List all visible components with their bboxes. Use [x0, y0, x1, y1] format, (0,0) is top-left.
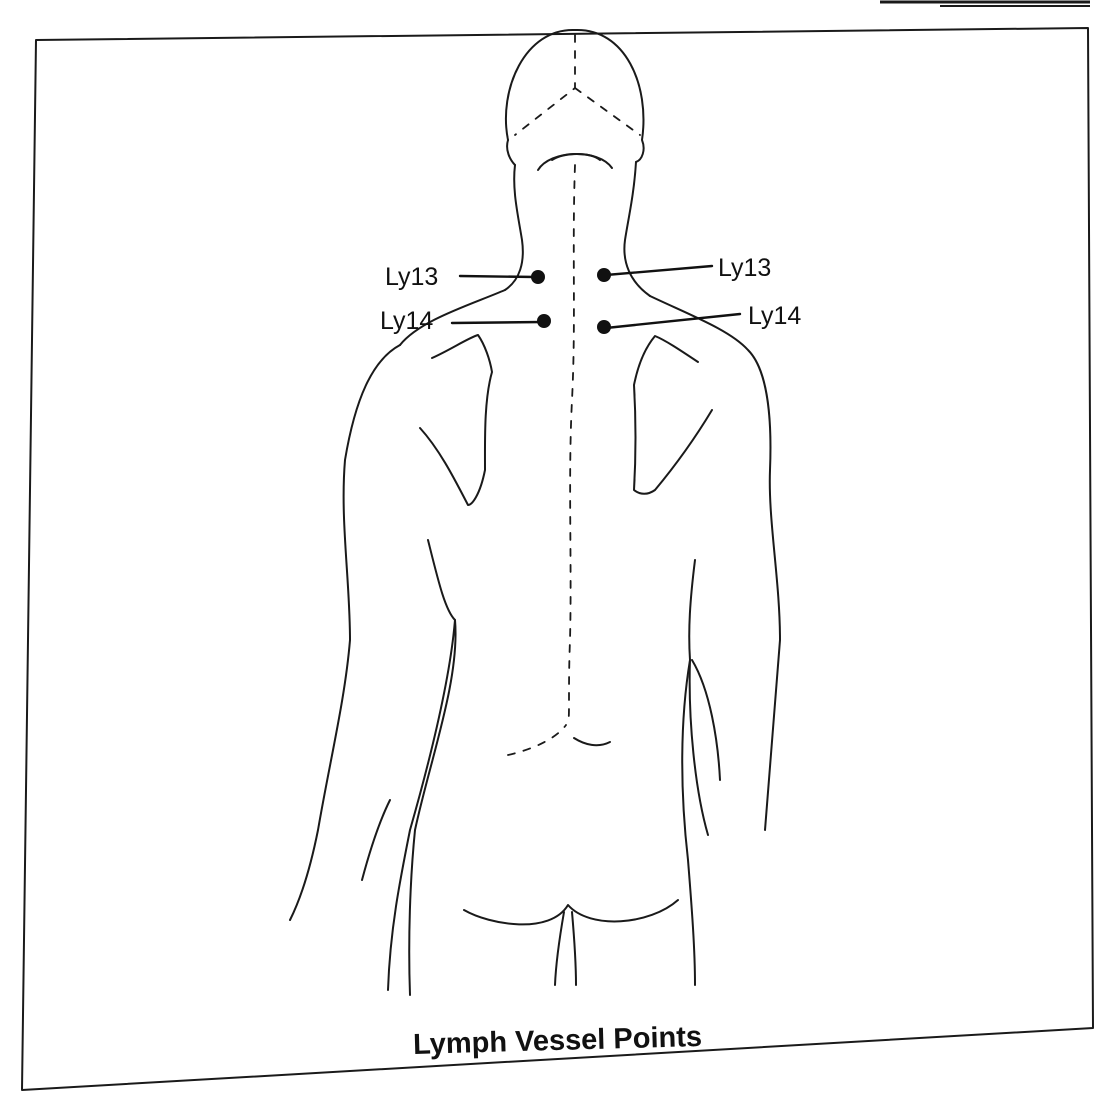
skull-dashed-line — [514, 34, 576, 136]
body-figure — [289, 28, 781, 996]
lower-back-curve-left — [507, 724, 567, 756]
right-ly14-label: Ly14 — [748, 302, 801, 330]
gluteal-cleft-left — [554, 911, 565, 986]
diagram-caption: Lymph Vessel Points — [413, 1021, 703, 1061]
left-ly13-point — [531, 270, 545, 284]
right-forearm — [691, 659, 721, 781]
right-scapula — [633, 335, 713, 495]
buttocks — [463, 899, 679, 926]
right-shoulder — [649, 295, 781, 831]
left-shoulder — [399, 289, 506, 346]
left-ly14-label: Ly14 — [380, 307, 433, 335]
left-scapula — [419, 334, 493, 506]
left-ly14-point — [537, 314, 551, 328]
left-arm-inner — [387, 539, 456, 991]
diagram-frame — [21, 27, 1094, 1091]
left-ly13-label: Ly13 — [385, 263, 438, 291]
left-forearm — [361, 799, 391, 881]
left-upper-arm-outer — [289, 344, 401, 921]
left-ly13-leader — [458, 274, 538, 279]
lower-back-curve-right — [573, 737, 611, 747]
left-ly14-leader — [450, 320, 544, 325]
head-outline — [504, 28, 645, 163]
right-ly13-point — [597, 268, 611, 282]
lymph-points — [450, 264, 742, 334]
right-ly13-leader — [604, 264, 714, 277]
nape-curve-2 — [551, 153, 601, 161]
head-left-side — [506, 139, 516, 166]
right-arm-inner — [688, 559, 709, 836]
right-ly13-label: Ly13 — [718, 254, 771, 282]
neck-left — [504, 164, 524, 291]
skull-dashed-line-2 — [574, 87, 641, 136]
spine-dashed-line — [567, 164, 576, 721]
right-ly14-point — [597, 320, 611, 334]
right-ly14-leader — [604, 312, 742, 330]
torso-right-side — [681, 659, 696, 986]
neck-right — [623, 161, 651, 297]
gluteal-cleft-right — [571, 911, 577, 986]
torso-left-side — [408, 619, 457, 996]
